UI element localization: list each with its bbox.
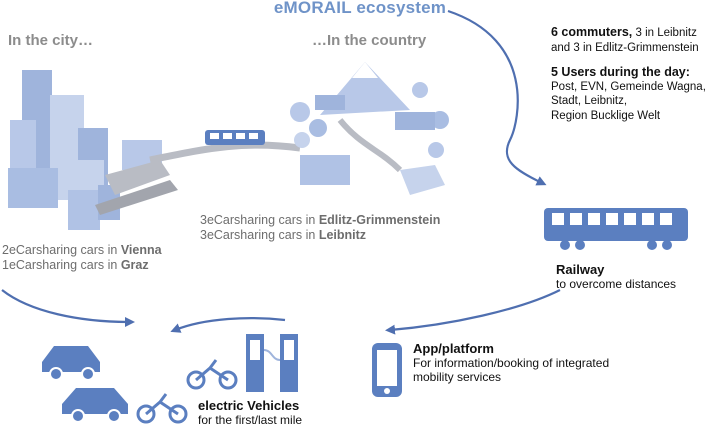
charging-station-icon: [246, 334, 298, 392]
cycle-arrow-top-right: [447, 9, 547, 186]
cycle-arrow-left-arc: [1, 289, 135, 327]
ev-label: electric Vehicles for the first/last mil…: [198, 398, 303, 428]
commuters-count: 6 commuters,: [551, 25, 633, 39]
diagram-title: eMORAIL ecosystem: [273, 0, 447, 17]
users-heading: 5 Users during the day:: [551, 65, 690, 79]
country-caption: 3eCarsharing cars in Edlitz-Grimmenstein…: [200, 213, 441, 242]
users-info-panel: 6 commuters, 3 in Leibnitz and 3 in Edli…: [551, 25, 706, 122]
railway-label: Railway to overcome distances: [556, 262, 676, 292]
train-small-icon: [205, 130, 265, 145]
railway-heading: Railway: [556, 262, 605, 277]
electric-bike-icon: [136, 359, 238, 424]
app-platform-label: App/platform For information/booking of …: [413, 341, 610, 385]
railway-sub: to overcome distances: [556, 277, 677, 291]
cycle-arrow-railway-to-app: [385, 289, 561, 335]
country-heading: …In the country: [312, 32, 427, 49]
city-buildings-icon: [8, 70, 178, 230]
railway-train-icon: [544, 208, 688, 250]
city-heading: In the city…: [8, 32, 94, 49]
ev-heading: electric Vehicles: [198, 398, 300, 413]
road-icon: [149, 141, 301, 164]
electric-car-icon: [42, 346, 128, 423]
cycle-arrow-to-ev: [170, 317, 286, 333]
ev-sub: for the first/last mile: [198, 413, 303, 427]
app-heading: App/platform: [413, 341, 494, 356]
smartphone-icon: [372, 343, 402, 397]
country-scene-icon: [290, 62, 449, 195]
city-caption: 2eCarsharing cars in Vienna 1eCarsharing…: [2, 243, 162, 272]
